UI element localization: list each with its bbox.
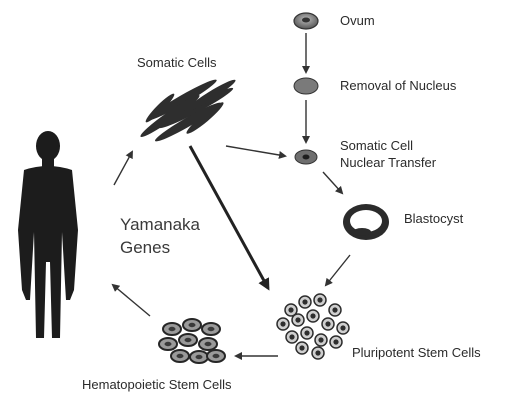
somatic-cells-icon — [138, 76, 238, 145]
label-somatic-cells: Somatic Cells — [137, 55, 216, 71]
label-yamanaka-line2: Genes — [120, 237, 170, 258]
enucleated-ovum-icon — [294, 78, 318, 94]
label-yamanaka-line1: Yamanaka — [120, 214, 200, 235]
label-pluripotent-stem-cells: Pluripotent Stem Cells — [352, 345, 481, 361]
arrow-blastocyst-to-pluripotent — [326, 255, 350, 285]
blastocyst-icon — [343, 204, 389, 240]
arrow-scnt-to-blastocyst — [323, 172, 342, 193]
label-blastocyst: Blastocyst — [404, 211, 463, 227]
arrow-hematopoietic-to-human — [113, 285, 150, 316]
arrow-yamanaka-reprogramming — [190, 146, 268, 288]
arrow-human-to-somatic — [114, 152, 132, 185]
label-removal-of-nucleus: Removal of Nucleus — [340, 78, 456, 94]
hematopoietic-stem-cells-icon — [159, 319, 225, 363]
ovum-icon — [294, 13, 318, 29]
label-ovum: Ovum — [340, 13, 375, 29]
human-figure-icon — [18, 131, 78, 338]
pluripotent-stem-cells-icon — [277, 294, 349, 359]
arrow-somatic-to-scnt — [226, 146, 285, 156]
label-scnt-line2: Nuclear Transfer — [340, 155, 436, 171]
label-scnt-line1: Somatic Cell — [340, 138, 413, 154]
scnt-ovum-icon — [295, 150, 317, 164]
label-hematopoietic-stem-cells: Hematopoietic Stem Cells — [82, 377, 232, 393]
